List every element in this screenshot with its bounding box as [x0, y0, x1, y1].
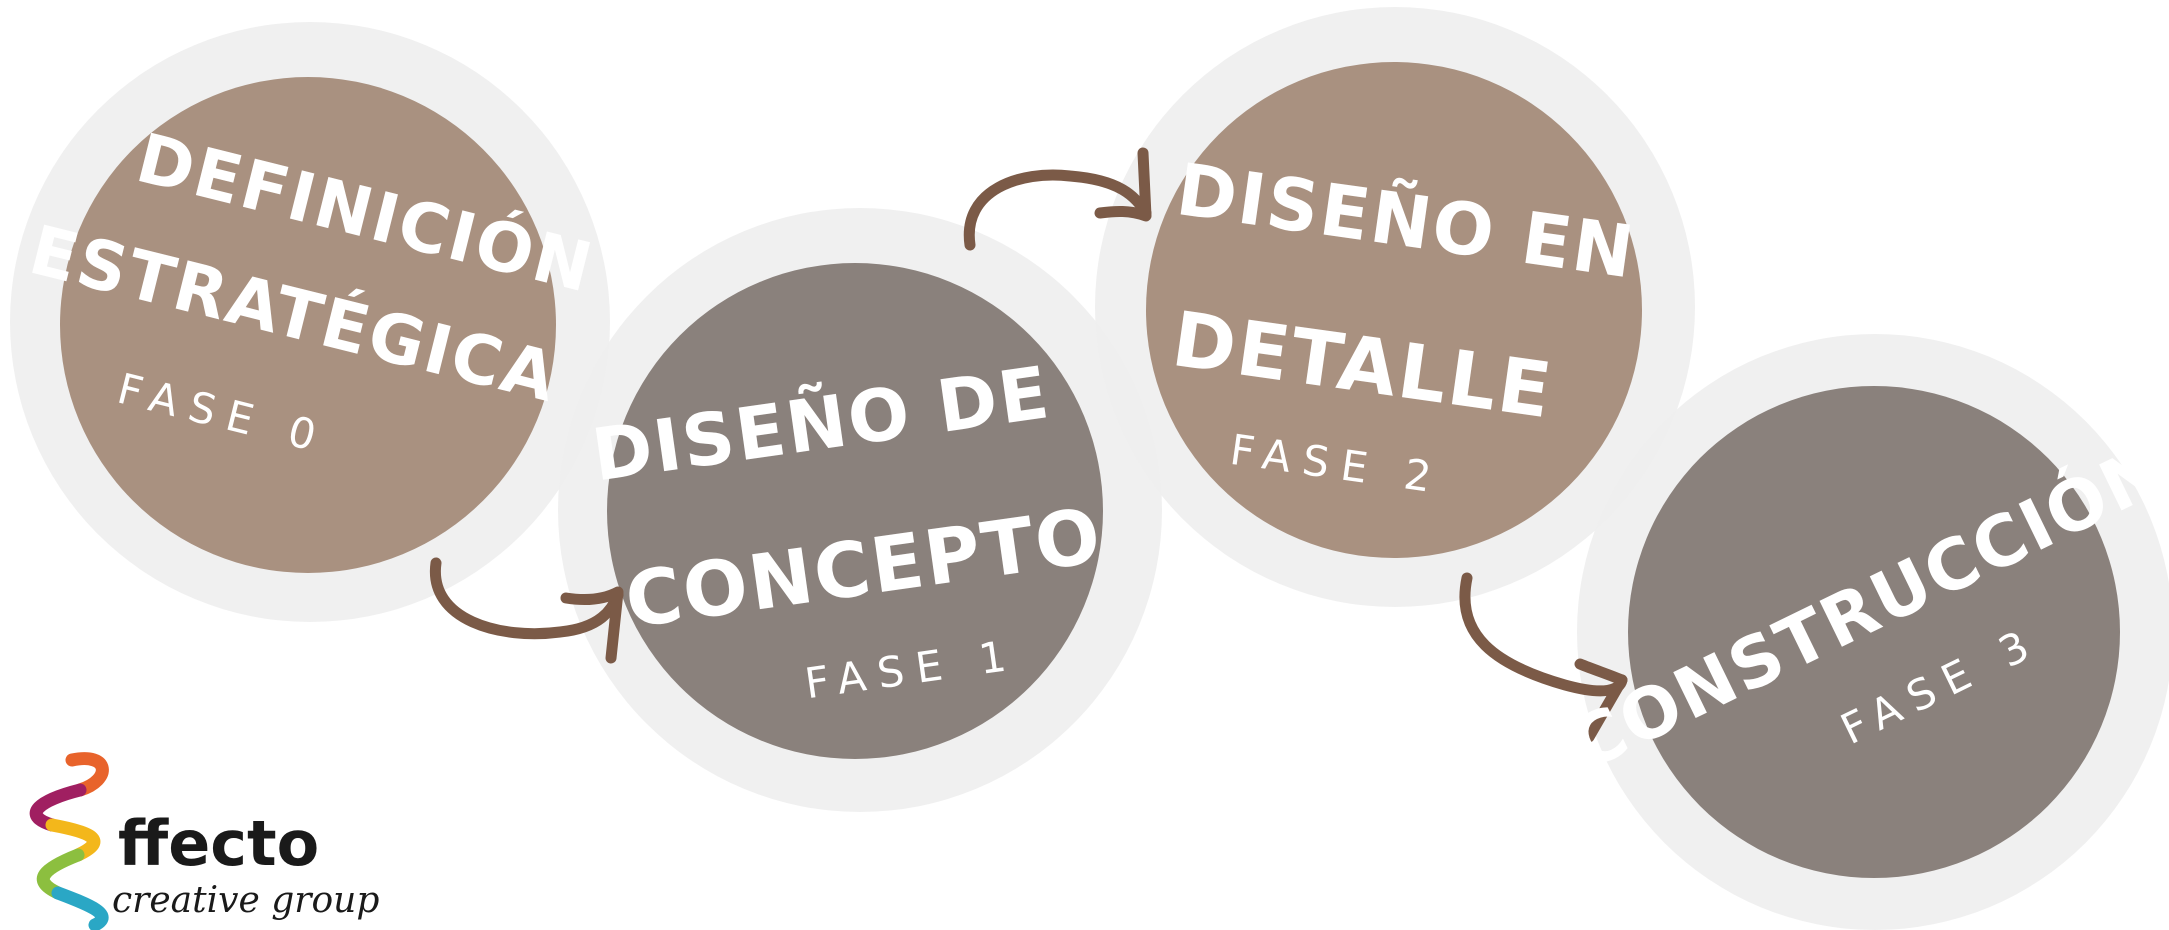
arrow-phase-1-to-2	[963, 147, 1152, 251]
brand-swirl-icon	[29, 752, 109, 930]
phase-3-circle	[1628, 386, 2120, 878]
phase-2-circle	[1146, 62, 1642, 558]
phase-1-circle	[607, 263, 1103, 759]
brand-name: ffecto	[118, 807, 319, 880]
arrow-phase-0-to-1	[429, 557, 624, 664]
phase-0-circle	[60, 77, 556, 573]
brand-tagline: creative group	[112, 880, 379, 921]
brand-logo: ffecto creative group	[29, 752, 379, 930]
arrow-phase-2-to-3	[1459, 572, 1628, 743]
